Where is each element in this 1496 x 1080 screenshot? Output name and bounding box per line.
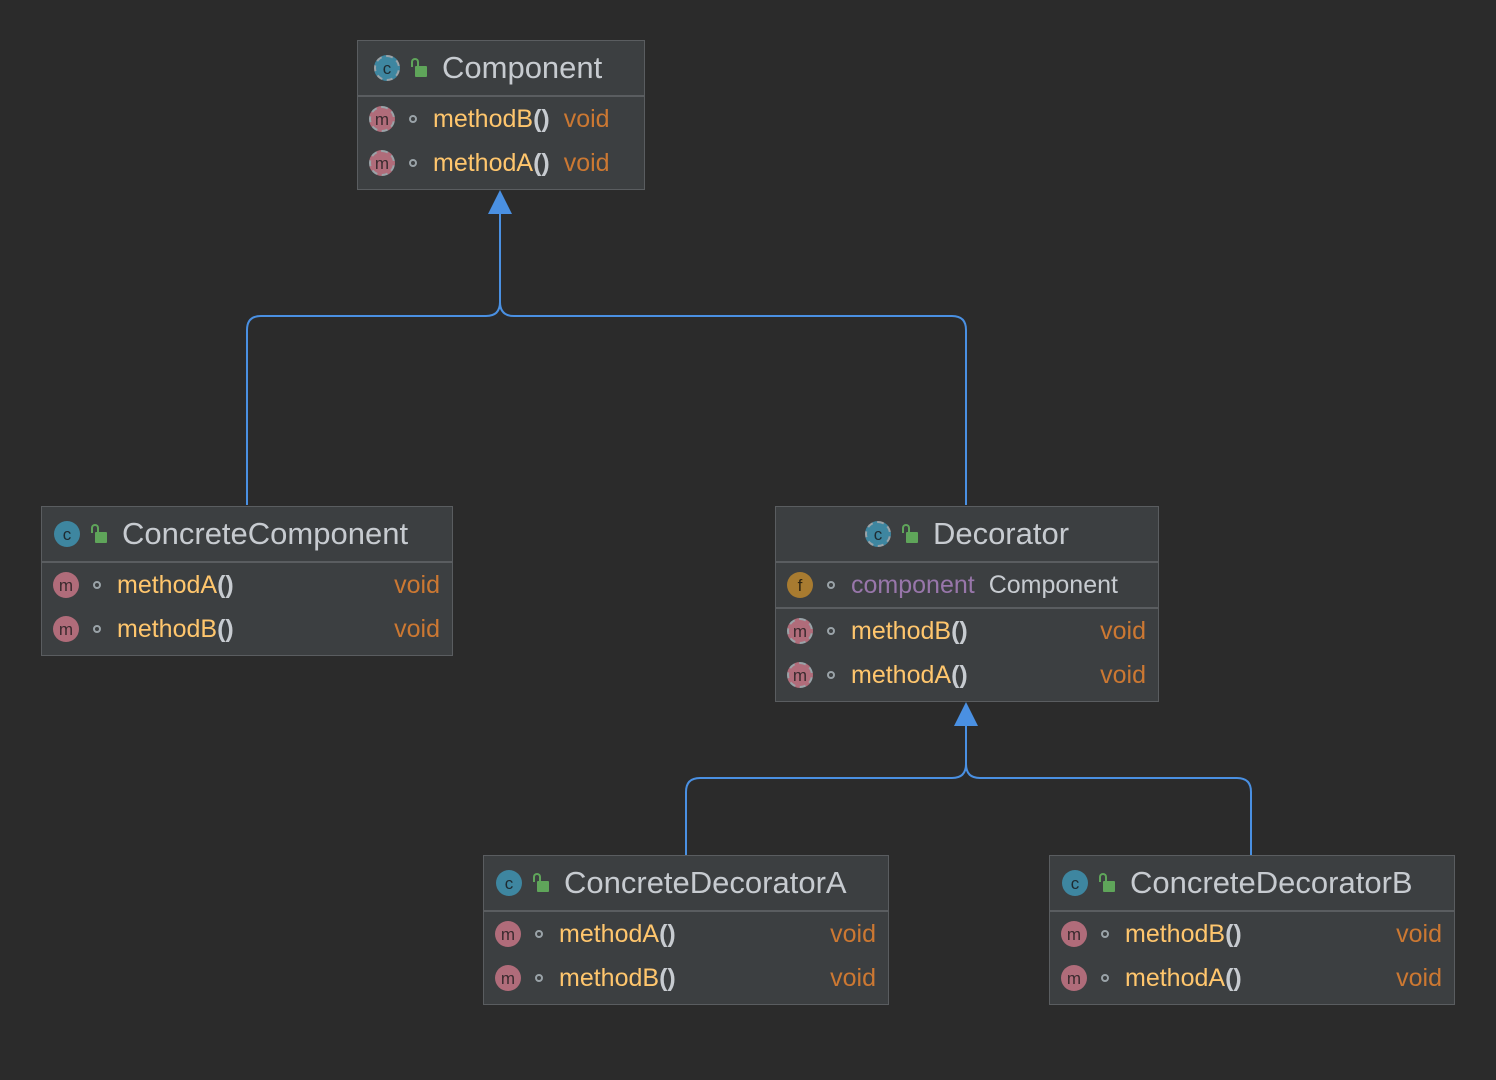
method-row[interactable]: m methodA() void (484, 912, 888, 956)
field-icon: f (787, 572, 813, 598)
abstract-method-icon: m (369, 150, 395, 176)
return-type: void (1396, 919, 1442, 948)
method-name: methodA (851, 660, 952, 689)
method-row[interactable]: m methodA() void (358, 141, 644, 185)
method-parens: () (1225, 919, 1242, 948)
package-visibility-icon (409, 159, 417, 167)
method-parens: () (951, 660, 968, 689)
package-visibility-icon (535, 974, 543, 982)
method-icon: m (1061, 965, 1087, 991)
method-parens: () (217, 614, 234, 643)
abstract-method-icon: m (369, 106, 395, 132)
return-type: void (394, 614, 440, 643)
class-header: c ConcreteDecoratorA (484, 856, 888, 912)
public-lock-icon (901, 524, 919, 544)
edge-decorator-to-component[interactable] (499, 301, 967, 505)
class-title: ConcreteDecoratorB (1130, 865, 1413, 900)
method-name: methodA (559, 919, 660, 948)
class-title: ConcreteComponent (122, 516, 409, 551)
return-type: void (1396, 963, 1442, 992)
return-type: void (830, 919, 876, 948)
abstract-class-icon: c (374, 55, 400, 81)
package-visibility-icon (1101, 974, 1109, 982)
method-row[interactable]: m methodA() void (42, 563, 452, 607)
public-lock-icon (410, 58, 428, 78)
method-name: methodA (117, 570, 218, 599)
method-parens: () (659, 919, 676, 948)
package-visibility-icon (827, 627, 835, 635)
class-header: c ConcreteComponent (42, 507, 452, 563)
class-title: Decorator (932, 516, 1070, 551)
method-name: methodB (433, 104, 534, 133)
method-name: methodB (851, 616, 952, 645)
section-divider (776, 607, 1158, 609)
class-header: c ConcreteDecoratorB (1050, 856, 1454, 912)
class-header: c Component (358, 41, 644, 97)
method-row[interactable]: m methodB() void (358, 97, 644, 141)
package-visibility-icon (93, 625, 101, 633)
package-visibility-icon (827, 671, 835, 679)
method-icon: m (495, 965, 521, 991)
class-header: c Decorator (776, 507, 1158, 563)
package-visibility-icon (535, 930, 543, 938)
method-name: methodB (1125, 919, 1226, 948)
method-parens: () (533, 104, 550, 133)
class-node-decorator[interactable]: c Decorator f component Component m meth… (775, 506, 1159, 702)
class-icon: c (1062, 870, 1088, 896)
package-visibility-icon (409, 115, 417, 123)
class-node-component[interactable]: c Component m methodB() void m methodA()… (357, 40, 645, 190)
return-type: void (563, 104, 610, 133)
return-type: void (394, 570, 440, 599)
class-title: ConcreteDecoratorA (564, 865, 847, 900)
method-icon: m (53, 616, 79, 642)
method-parens: () (951, 616, 968, 645)
class-node-concretedecoratorb[interactable]: c ConcreteDecoratorB m methodB() void m … (1049, 855, 1455, 1005)
class-title: Component (442, 50, 603, 85)
edge-concretedecoratora-to-decorator[interactable] (685, 724, 967, 855)
method-parens: () (217, 570, 234, 599)
method-row[interactable]: m methodB() void (42, 607, 452, 651)
method-name: methodB (117, 614, 218, 643)
method-row[interactable]: m methodB() void (776, 609, 1158, 653)
method-parens: () (533, 148, 550, 177)
class-node-concretedecoratora[interactable]: c ConcreteDecoratorA m methodA() void m … (483, 855, 889, 1005)
method-row[interactable]: m methodB() void (1050, 912, 1454, 956)
field-type: Component (988, 570, 1118, 599)
method-parens: () (1225, 963, 1242, 992)
abstract-method-icon: m (787, 662, 813, 688)
public-lock-icon (90, 524, 108, 544)
method-icon: m (53, 572, 79, 598)
package-visibility-icon (93, 581, 101, 589)
method-row[interactable]: m methodA() void (776, 653, 1158, 697)
abstract-class-icon: c (864, 521, 891, 547)
method-name: methodA (433, 148, 534, 177)
return-type: void (1100, 660, 1146, 689)
edge-concretedecoratorb-to-decorator[interactable] (965, 763, 1252, 855)
return-type: void (563, 148, 610, 177)
class-icon: c (54, 521, 80, 547)
inheritance-arrow-component (488, 190, 512, 214)
return-type: void (1100, 616, 1146, 645)
public-lock-icon (532, 873, 550, 893)
package-visibility-icon (827, 581, 835, 589)
method-name: methodB (559, 963, 660, 992)
field-name: component (851, 570, 975, 599)
inheritance-arrow-decorator (954, 702, 978, 726)
package-visibility-icon (1101, 930, 1109, 938)
method-name: methodA (1125, 963, 1226, 992)
return-type: void (830, 963, 876, 992)
field-row[interactable]: f component Component (776, 563, 1158, 607)
edge-concretecomponent-to-component[interactable] (246, 212, 501, 505)
method-row[interactable]: m methodA() void (1050, 956, 1454, 1000)
class-node-concretecomponent[interactable]: c ConcreteComponent m methodA() void m m… (41, 506, 453, 656)
class-icon: c (496, 870, 522, 896)
method-icon: m (1061, 921, 1087, 947)
method-parens: () (659, 963, 676, 992)
abstract-method-icon: m (787, 618, 813, 644)
method-row[interactable]: m methodB() void (484, 956, 888, 1000)
public-lock-icon (1098, 873, 1116, 893)
method-icon: m (495, 921, 521, 947)
